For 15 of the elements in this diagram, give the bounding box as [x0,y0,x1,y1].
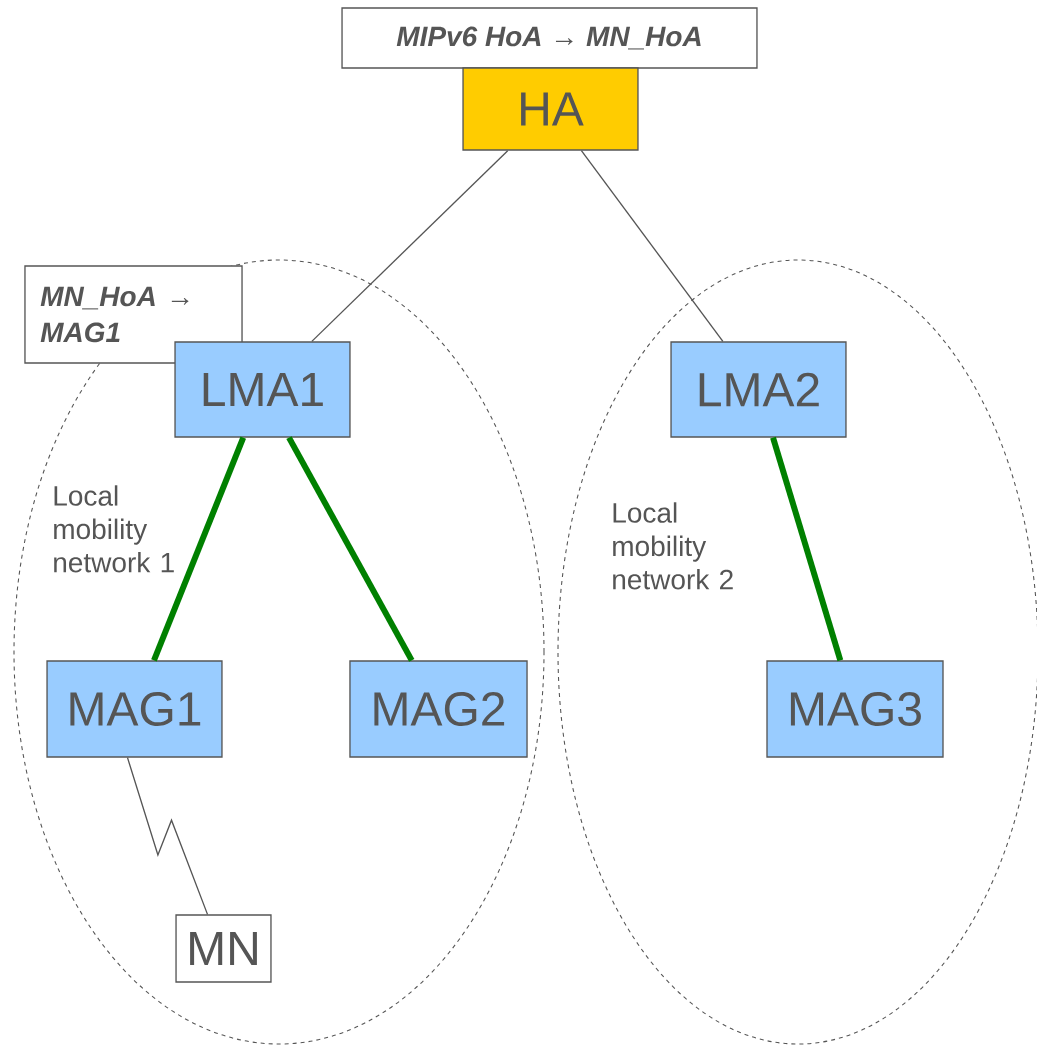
link-line [580,150,724,343]
router-box: MAG1 [46,660,223,758]
router-box: MAG2 [349,660,528,758]
link-line [770,436,844,662]
wireless-link [126,757,209,916]
link-line [151,436,247,662]
router-box: LMA2 [670,341,847,438]
link-line [311,150,509,343]
link-line [286,436,415,662]
address-mapping-box: MIPv6 HoA → MN_HoA [341,7,758,69]
router-box: LMA1 [174,341,351,438]
home-agent-box: HA [462,67,639,151]
router-box: MAG3 [766,660,944,758]
address-mapping-box: MN_HoA → MAG1 [24,265,243,364]
mobile-node-box: MN [175,914,272,983]
